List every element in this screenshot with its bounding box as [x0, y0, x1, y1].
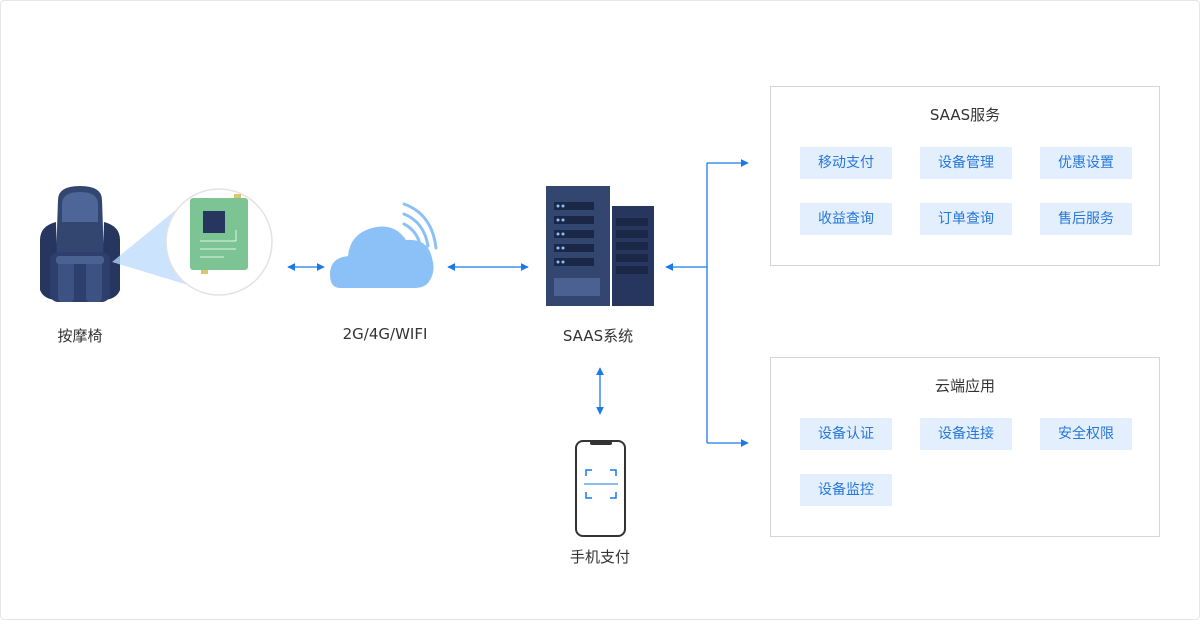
phone-scan-icon [575, 440, 626, 537]
circuit-board-icon [165, 188, 273, 296]
tag-security-permissions: 安全权限 [1040, 418, 1132, 450]
cloud-wifi-icon [330, 202, 438, 288]
tag-after-sales: 售后服务 [1040, 203, 1132, 235]
tag-order-query: 订单查询 [920, 203, 1012, 235]
tag-mobile-payment: 移动支付 [800, 147, 892, 179]
cloud-app-panel: 云端应用 设备认证 设备连接 安全权限 设备监控 [770, 357, 1160, 537]
massage-chair-icon [40, 186, 120, 302]
chair-label: 按摩椅 [57, 327, 103, 345]
tag-device-monitoring: 设备监控 [800, 474, 892, 506]
tag-revenue-query: 收益查询 [800, 203, 892, 235]
tag-device-auth: 设备认证 [800, 418, 892, 450]
panel-title: SAAS服务 [929, 106, 1001, 124]
saas-system-label: SAAS系统 [562, 327, 634, 345]
tag-discount-settings: 优惠设置 [1040, 147, 1132, 179]
saas-service-panel: SAAS服务 移动支付 设备管理 优惠设置 收益查询 订单查询 售后服务 [770, 86, 1160, 266]
phone-pay-label: 手机支付 [569, 548, 631, 566]
network-label: 2G/4G/WIFI [342, 325, 428, 343]
tag-device-management: 设备管理 [920, 147, 1012, 179]
branch-connector [665, 159, 749, 447]
server-rack-icon [546, 186, 654, 306]
panel-title: 云端应用 [934, 377, 995, 395]
tag-device-connect: 设备连接 [920, 418, 1012, 450]
